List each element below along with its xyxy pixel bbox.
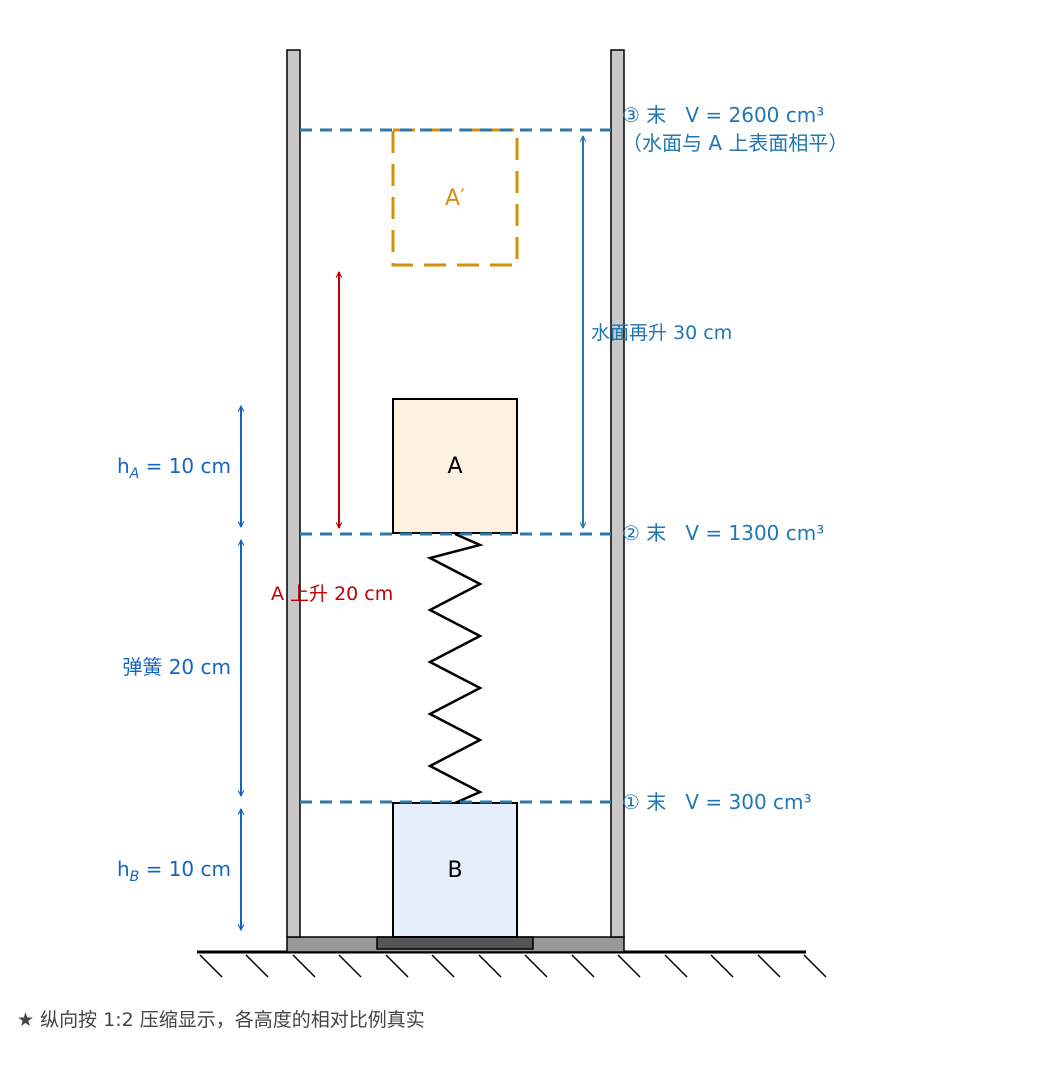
block-b-mount — [376, 936, 534, 950]
block-b — [392, 802, 518, 938]
spring-length-label: 弹簧 20 cm — [122, 655, 231, 679]
block-a-label: A — [447, 454, 462, 479]
h-a-label: hA = 10 cm — [117, 454, 231, 482]
a-rise-label: A 上升 20 cm — [271, 583, 393, 605]
block-a-final-label: A′ — [445, 186, 465, 211]
level-1-label: ① 末 V = 300 cm³ — [622, 790, 812, 814]
block-b-label: B — [447, 858, 462, 883]
level-2-label: ② 末 V = 1300 cm³ — [622, 521, 824, 545]
water-rise-label: 水面再升 30 cm — [591, 322, 732, 344]
block-a — [392, 398, 518, 534]
right-wall — [610, 49, 625, 938]
level-3-note: （水面与 A 上表面相平） — [622, 131, 848, 155]
footnote: ★ 纵向按 1:2 压缩显示，各高度的相对比例真实 — [17, 1009, 425, 1031]
ground — [197, 950, 827, 978]
level-3-label: ③ 末 V = 2600 cm³ — [622, 103, 824, 127]
spring — [426, 532, 484, 805]
left-wall — [286, 49, 301, 938]
block-a-final-outline — [391, 128, 519, 267]
h-b-label: hB = 10 cm — [117, 857, 231, 885]
